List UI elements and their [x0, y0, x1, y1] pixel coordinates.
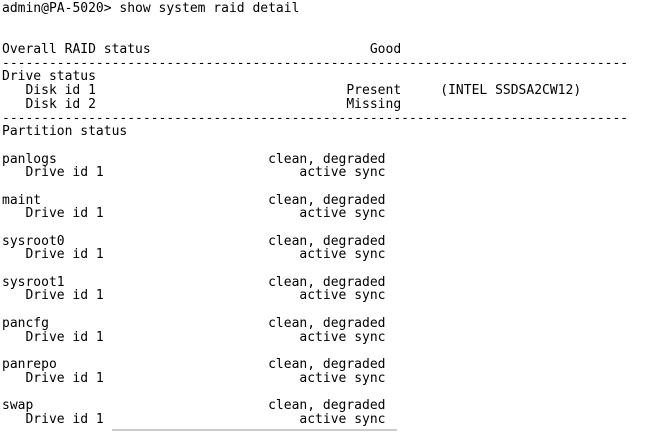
partition-state: clean, degraded [268, 151, 386, 167]
disk-model: (INTEL SSDSA2CW12) [440, 83, 582, 99]
partition-state: clean, degraded [268, 233, 386, 249]
blank-line [2, 303, 662, 317]
disk-row: Disk id 2 Missing [2, 98, 662, 112]
disk-row: Disk id 1 Present (INTEL SSDSA2CW12) [2, 84, 662, 98]
disk-state: Present [346, 83, 402, 99]
blank-line [2, 221, 662, 235]
partition-state: clean, degraded [268, 274, 386, 290]
blank-line [2, 262, 662, 276]
blank-line [2, 16, 662, 30]
partition-drive-id: Drive id 1 [25, 288, 104, 304]
blank-line [2, 139, 662, 153]
partition-row: sysroot0 clean, degraded [2, 233, 662, 249]
partition-drive-state: active sync [299, 165, 386, 181]
partition-drive-id: Drive id 1 [25, 329, 104, 345]
partition-name: swap [2, 397, 34, 413]
partition-drive-state: active sync [299, 206, 386, 222]
disk-id: Disk id 1 [25, 83, 96, 99]
terminal-output: admin@PA-5020> show system raid detail Ov… [2, 2, 662, 426]
partition-drive-state: active sync [299, 288, 386, 304]
partition-drive-state: active sync [299, 370, 386, 386]
blank-line [2, 385, 662, 399]
partition-row: maint clean, degraded [2, 192, 662, 208]
drive-status-heading: Drive status [2, 69, 96, 85]
partition-drive-state: active sync [299, 411, 386, 427]
partition-drive-row: Drive id 1 active sync [2, 166, 662, 180]
blank-line [2, 180, 662, 194]
partition-name: pancfg [2, 315, 49, 331]
disk-id: Disk id 2 [25, 96, 96, 112]
partition-state: clean, degraded [268, 315, 386, 331]
partition-state: clean, degraded [268, 397, 386, 413]
partition-row: panrepo clean, degraded [2, 358, 662, 372]
partition-drive-row: Drive id 1 active sync [2, 289, 662, 303]
partition-drive-state: active sync [299, 329, 386, 345]
partition-row: pancfg clean, degraded [2, 317, 662, 331]
partition-drive-row: Drive id 1 active sync [2, 207, 662, 221]
partition-row: swap clean, degraded [2, 399, 662, 413]
overall-raid-status-row: Overall RAID status Good [2, 43, 662, 57]
shell-prompt: admin@PA-5020> [2, 1, 112, 16]
partition-row: sysroot1 clean, degraded [2, 276, 662, 290]
partition-name: panlogs [2, 151, 57, 167]
partition-status-heading: Partition status [2, 124, 128, 140]
separator-dashes: ----------------------------------------… [2, 55, 629, 71]
partition-state: clean, degraded [268, 356, 386, 372]
partition-state: clean, degraded [268, 192, 386, 208]
faint-divider-line [112, 429, 397, 431]
partition-drive-state: active sync [299, 247, 386, 263]
disk-state: Missing [346, 96, 402, 112]
blank-line [2, 344, 662, 358]
partition-row: panlogs clean, degraded [2, 151, 662, 167]
partition-drive-id: Drive id 1 [25, 206, 104, 222]
partition-name: maint [2, 192, 42, 208]
partition-drive-row: Drive id 1 active sync [2, 329, 662, 345]
command-line: admin@PA-5020> show system raid detail [2, 2, 662, 16]
partition-drive-row: Drive id 1 active sync [2, 411, 662, 427]
partition-drive-id: Drive id 1 [25, 247, 104, 263]
blank-line [2, 29, 662, 43]
partition-name: panrepo [2, 356, 57, 372]
partition-drive-row: Drive id 1 active sync [2, 248, 662, 262]
partition-drive-row: Drive id 1 active sync [2, 370, 662, 386]
partition-drive-id: Drive id 1 [25, 165, 104, 181]
shell-command: show system raid detail [119, 1, 300, 16]
overall-raid-status-value: Good [369, 42, 402, 58]
separator-line: ----------------------------------------… [2, 57, 662, 71]
partition-drive-id: Drive id 1 [25, 411, 104, 427]
separator-line: ----------------------------------------… [2, 110, 662, 126]
partition-name: sysroot0 [2, 233, 65, 249]
partition-drive-id: Drive id 1 [25, 370, 104, 386]
partition-name: sysroot1 [2, 274, 65, 290]
overall-raid-status-label: Overall RAID status [2, 42, 151, 58]
separator-dashes: ----------------------------------------… [2, 110, 629, 126]
